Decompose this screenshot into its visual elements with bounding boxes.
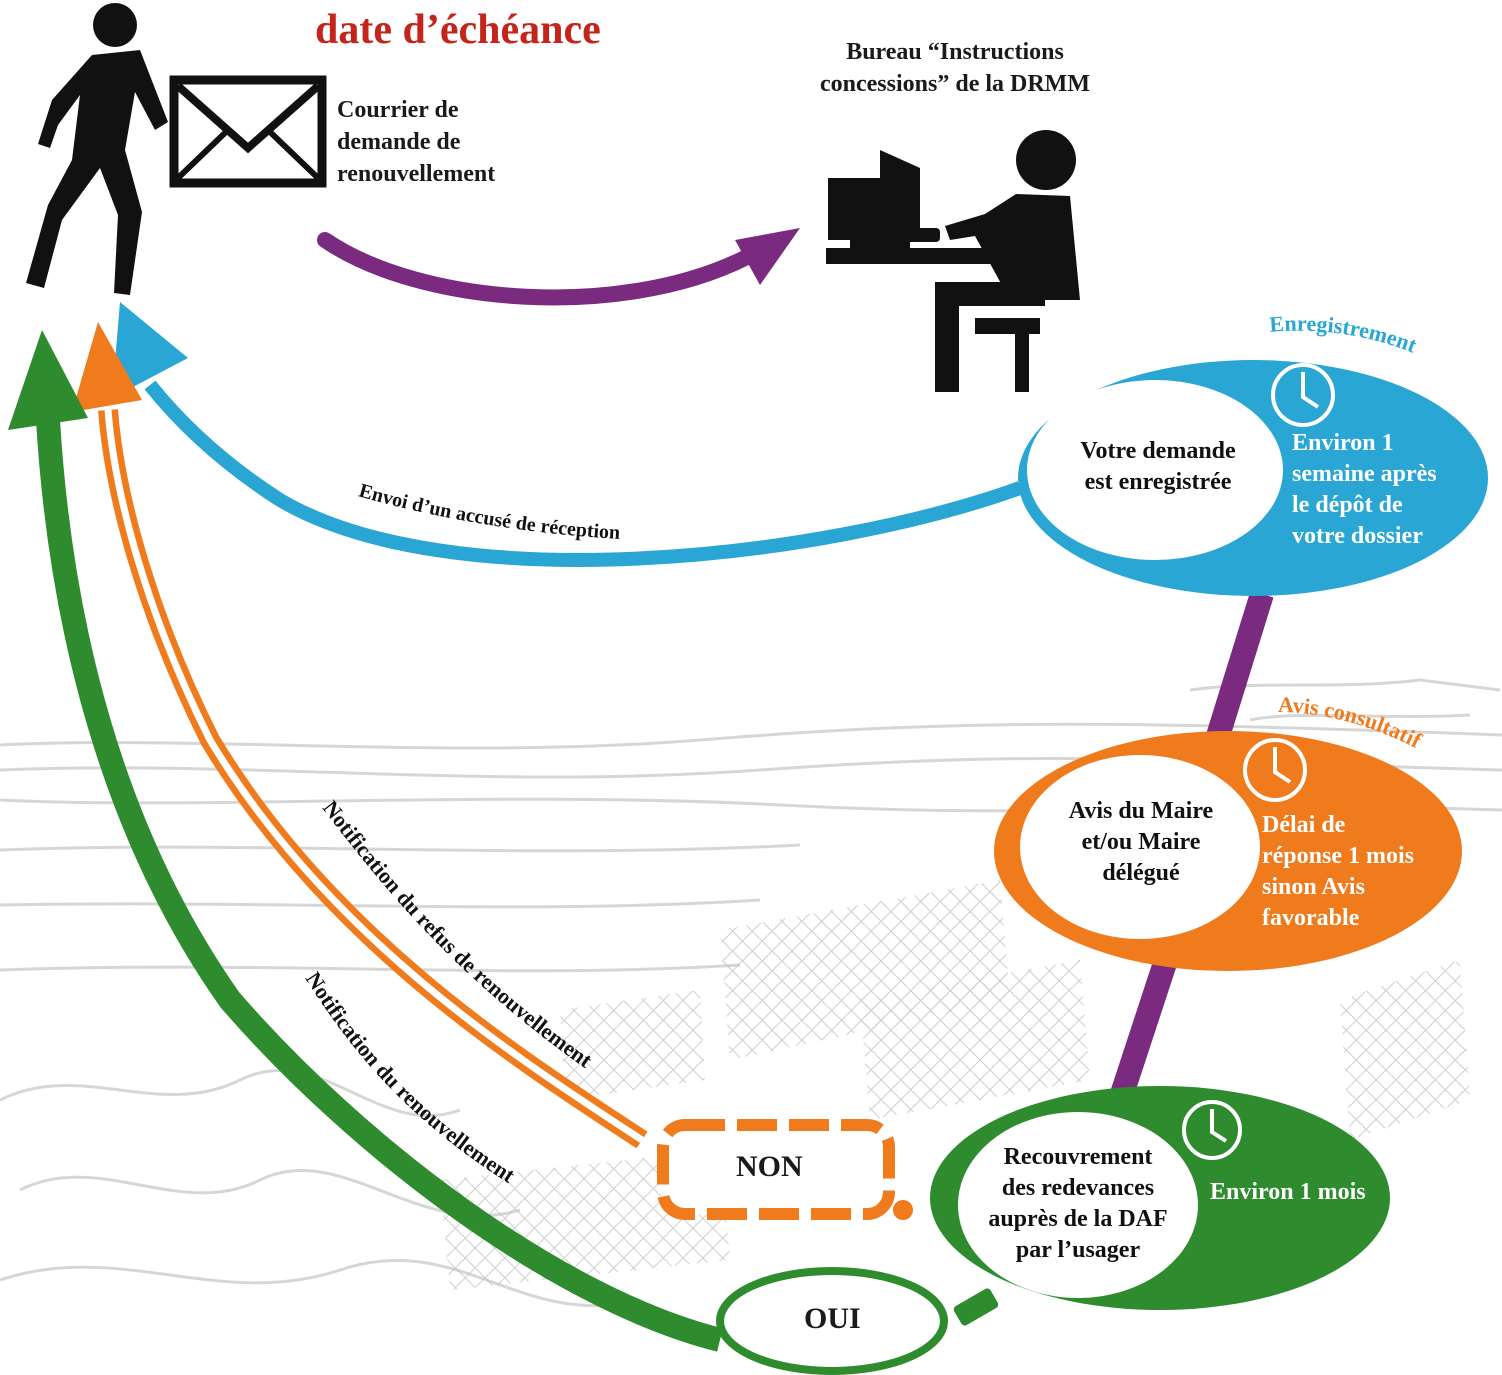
courrier-line: renouvellement <box>337 161 496 187</box>
bureau-label: Bureau “Instructions concessions” de la … <box>790 36 1120 100</box>
recouvrement-circle-text: Recouvrement des redevances auprès de la… <box>960 1142 1196 1266</box>
enregistrement-circle-text: Votre demande est enregistrée <box>1040 436 1276 498</box>
refus-arrow-head <box>72 322 142 412</box>
enregistrement-delay-line: semaine après <box>1292 461 1437 487</box>
renouvellement-label: Notification du renouvellement <box>301 967 520 1188</box>
oyster-nets <box>440 880 1470 1290</box>
avis-delay-line: favorable <box>1262 905 1360 931</box>
avis-heading: Avis consultatif <box>1278 692 1426 753</box>
non-label: NON <box>736 1150 803 1183</box>
oui-ellipse <box>716 1267 948 1375</box>
enregistrement-delay-line: Environ 1 <box>1292 430 1394 456</box>
send-arrow-head <box>735 228 800 285</box>
oui-label: OUI <box>804 1302 861 1335</box>
svg-text:Envoi d’un accusé de réception: Envoi d’un accusé de réception <box>357 480 621 544</box>
oui-connector <box>953 1288 999 1326</box>
diagram-title: date d’échéance <box>315 7 601 53</box>
non-bubble <box>893 1200 913 1220</box>
enregistrement-circle-line: Votre demande <box>1080 438 1236 464</box>
connector-2 <box>1108 956 1178 1104</box>
enregistrement-circle-line: est enregistrée <box>1084 469 1232 495</box>
oui-arrow-head <box>8 330 88 430</box>
avis-delay-line: Délai de <box>1262 812 1346 838</box>
accuse-label: Envoi d’un accusé de réception <box>357 480 621 544</box>
send-arrow <box>317 232 753 306</box>
avis-circle-line: Avis du Maire <box>1068 798 1214 824</box>
avis-delay-line: réponse 1 mois <box>1262 843 1414 869</box>
avis-delay-line: sinon Avis <box>1262 874 1365 900</box>
recouvrement-circle-line: des redevances <box>1001 1175 1155 1201</box>
walking-person-icon <box>26 3 168 295</box>
recouvrement-inner <box>958 1112 1198 1298</box>
courrier-line: demande de <box>337 129 461 155</box>
enregistrement-delay-line: le dépôt de <box>1292 492 1403 518</box>
recouvrement-circle-line: Recouvrement <box>1003 1144 1153 1170</box>
bureau-line: Bureau “Instructions <box>846 39 1064 65</box>
connector-1 <box>1206 590 1274 740</box>
svg-text:Enregistrement: Enregistrement <box>1268 311 1421 358</box>
enregistrement-delay-line: votre dossier <box>1292 523 1423 549</box>
recouvrement-circle-line: auprès de la DAF <box>988 1206 1168 1232</box>
envelope-icon <box>169 75 327 188</box>
clock-icon <box>1243 738 1307 802</box>
enregistrement-heading: Enregistrement <box>1268 311 1421 358</box>
accuse-arrow <box>144 380 1023 567</box>
recouvrement-delay: Environ 1 mois <box>1210 1179 1366 1205</box>
enregistrement-delay: Environ 1 semaine après le dépôt de votr… <box>1292 428 1437 552</box>
non-box <box>657 1119 895 1220</box>
bureau-line: concessions” de la DRMM <box>820 71 1090 97</box>
svg-text:Notification du renouvellement: Notification du renouvellement <box>301 967 520 1188</box>
landscape-sketch <box>0 678 1502 1308</box>
courrier-line: Courrier de <box>337 97 459 123</box>
avis-delay: Délai de réponse 1 mois sinon Avis favor… <box>1262 810 1414 934</box>
clock-icon <box>1271 363 1335 427</box>
avis-circle-line: délégué <box>1102 860 1180 886</box>
desk-worker-icon <box>826 130 1080 392</box>
avis-circle-line: et/ou Maire <box>1081 829 1201 855</box>
courrier-label: Courrier de demande de renouvellement <box>337 94 495 190</box>
recouvrement-circle-line: par l’usager <box>1015 1237 1141 1263</box>
clock-icon <box>1182 1100 1242 1160</box>
accuse-arrow-head <box>112 302 188 398</box>
enregistrement-inner <box>1027 380 1283 560</box>
avis-inner <box>1020 755 1260 939</box>
svg-text:Avis consultatif: Avis consultatif <box>1278 692 1426 753</box>
avis-circle-text: Avis du Maire et/ou Maire délégué <box>1026 796 1256 889</box>
oui-arrow <box>36 419 723 1352</box>
